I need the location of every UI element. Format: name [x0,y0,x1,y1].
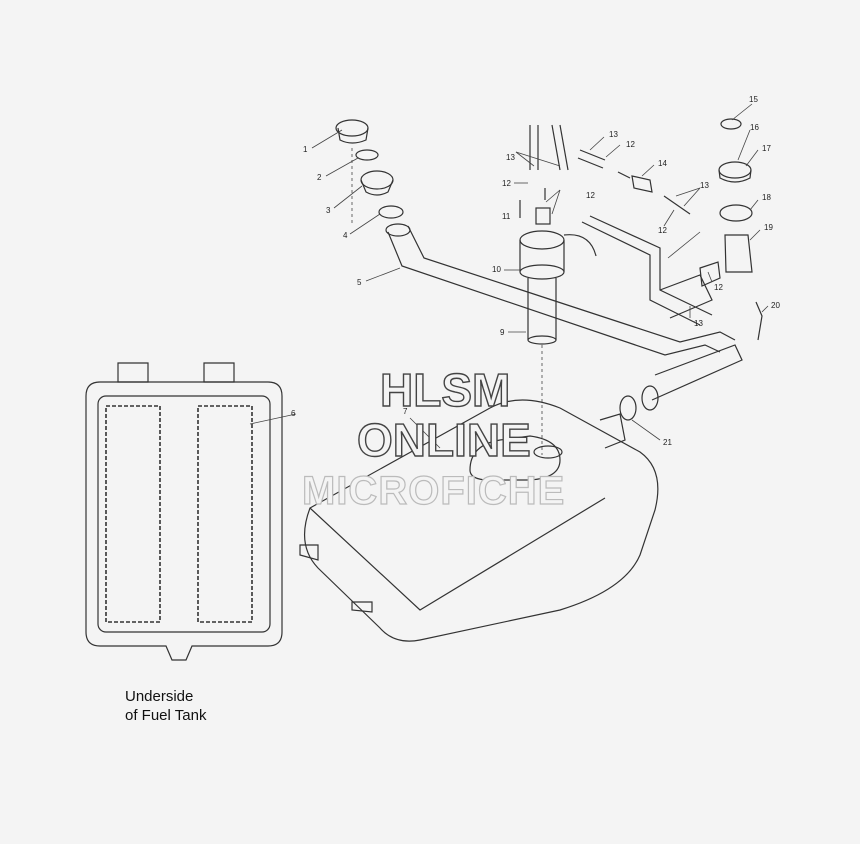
callout-numbers: 1 2 3 4 5 6 7 9 10 11 12 12 12 12 12 13 … [291,95,780,447]
callout-12b: 12 [586,191,595,200]
fuel-line-assembly [577,118,763,341]
callout-14: 14 [658,159,667,168]
callout-13c: 13 [700,181,709,190]
caption-line-2: of Fuel Tank [125,707,207,724]
callout-10: 10 [492,265,501,274]
fuel-tank [299,399,659,642]
callout-12c: 12 [626,140,635,149]
callout-4: 4 [343,231,348,240]
callout-18: 18 [762,193,771,202]
callout-12a: 12 [502,179,511,188]
callout-12d: 12 [658,226,667,235]
callout-13b: 13 [609,130,618,139]
callout-21: 21 [663,438,672,447]
fuel-pump-assembly [519,124,597,455]
callout-6: 6 [291,409,296,418]
callout-13d: 13 [694,319,703,328]
callout-17: 17 [762,144,771,153]
callout-16: 16 [750,123,759,132]
callout-5: 5 [357,278,362,287]
callout-15: 15 [749,95,758,104]
watermark: HLSM ONLINE MICROFICHE [301,363,565,513]
callout-1: 1 [303,145,308,154]
caption-line-1: Underside [125,688,193,705]
watermark-line-3: MICROFICHE [302,469,565,513]
callout-3: 3 [326,206,331,215]
callout-2: 2 [317,173,322,182]
callout-20: 20 [771,301,780,310]
callout-11: 11 [502,212,511,221]
callout-19: 19 [764,223,773,232]
callout-7: 7 [403,407,408,416]
leader-lines [249,103,769,449]
callout-9: 9 [500,328,505,337]
watermark-line-2: ONLINE [357,414,531,466]
watermark-line-1: HLSM [380,364,510,416]
filler-hose [385,223,743,421]
callout-13a: 13 [506,153,515,162]
callout-12e: 12 [714,283,723,292]
filler-cap-assembly [335,119,404,224]
tank-underside-view [85,362,283,661]
